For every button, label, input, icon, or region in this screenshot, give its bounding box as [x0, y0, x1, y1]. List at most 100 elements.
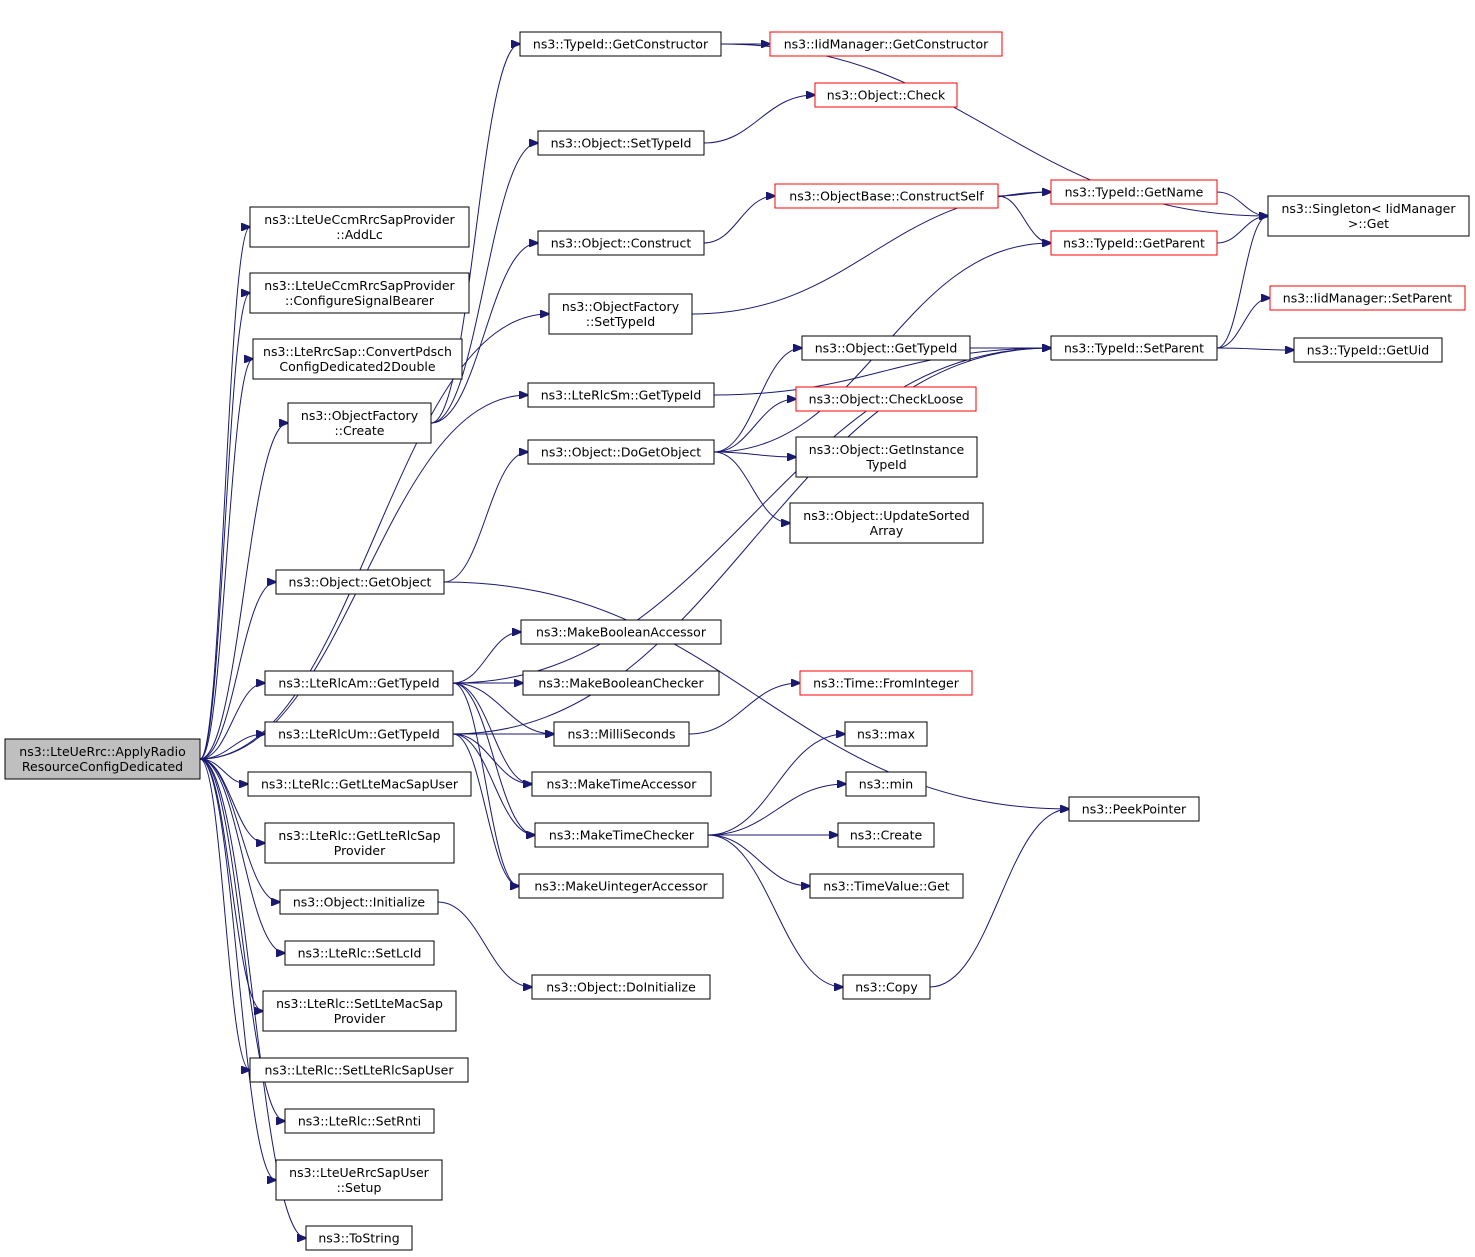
edge-millis-to-fromint: [688, 683, 800, 735]
node-millis[interactable]: ns3::MilliSeconds: [553, 721, 690, 747]
node-peekptr[interactable]: ns3::PeekPointer: [1068, 796, 1200, 822]
node-addlc[interactable]: ns3::LteUeCcmRrcSapProvider::AddLc: [249, 206, 470, 248]
node-label-objgettid-0: ns3::Object::GetTypeId: [815, 341, 958, 356]
node-label-getinsttid-0: ns3::Object::GetInstance: [809, 442, 965, 457]
node-mkuintacc[interactable]: ns3::MakeUintegerAccessor: [518, 873, 724, 899]
edge-root-to-rrcsetup: [199, 758, 276, 1180]
node-mkboolchk[interactable]: ns3::MakeBooleanChecker: [522, 670, 720, 696]
edge-mktimechk-to-copy: [707, 834, 843, 987]
node-mkboolacc[interactable]: ns3::MakeBooleanAccessor: [520, 619, 722, 645]
node-mktimechk[interactable]: ns3::MakeTimeChecker: [534, 822, 709, 848]
node-doinit[interactable]: ns3::Object::DoInitialize: [531, 974, 711, 1000]
node-setrlcuser[interactable]: ns3::LteRlc::SetLteRlcSapUser: [249, 1057, 469, 1083]
node-label-getrlcprov-1: Provider: [334, 843, 386, 858]
node-box-tvget: [809, 873, 964, 899]
node-box-mktimeacc: [531, 771, 712, 797]
node-label-setrlcuser-0: ns3::LteRlc::SetLteRlcSapUser: [265, 1063, 455, 1078]
node-box-cfgsig: [249, 272, 470, 314]
edge-root-to-cfgsig: [199, 293, 250, 760]
node-tidgetname[interactable]: ns3::TypeId::GetName: [1050, 179, 1218, 205]
edge-amgettid-to-mkuintacc: [452, 682, 519, 886]
node-smgettid[interactable]: ns3::LteRlcSm::GetTypeId: [527, 382, 715, 408]
node-box-copy: [842, 974, 931, 1000]
node-label-checkloose-0: ns3::Object::CheckLoose: [809, 392, 964, 407]
node-label-cfgsig-1: ::ConfigureSignalBearer: [285, 293, 435, 308]
node-getmacuser[interactable]: ns3::LteRlc::GetLteMacSapUser: [247, 771, 472, 797]
edge-root-to-convpdsch: [199, 359, 253, 760]
node-box-max: [844, 721, 928, 747]
node-checkloose[interactable]: ns3::Object::CheckLoose: [795, 386, 977, 412]
node-label-root-1: ResourceConfigDedicated: [22, 759, 183, 774]
node-objconstruct[interactable]: ns3::Object::Construct: [537, 230, 705, 256]
node-mktimeacc[interactable]: ns3::MakeTimeAccessor: [531, 771, 712, 797]
edge-ofcreate-to-objconstruct: [430, 243, 538, 424]
node-box-rrcsetup: [275, 1159, 443, 1201]
node-label-ofcreate-1: ::Create: [335, 423, 385, 438]
node-label-objconstruct-0: ns3::Object::Construct: [551, 236, 692, 251]
node-getobject[interactable]: ns3::Object::GetObject: [275, 569, 445, 595]
node-label-create-0: ns3::Create: [850, 828, 923, 843]
node-rrcsetup[interactable]: ns3::LteUeRrcSapUser::Setup: [275, 1159, 443, 1201]
node-obconstructself[interactable]: ns3::ObjectBase::ConstructSelf: [774, 183, 999, 209]
edge-obconstructself-to-tidgetparent: [997, 195, 1051, 243]
node-box-root: [4, 738, 201, 780]
node-singletonget[interactable]: ns3::Singleton< IidManager >::Get: [1267, 195, 1470, 237]
node-box-objgettid: [801, 335, 971, 361]
node-label-amgettid-0: ns3::LteRlcAm::GetTypeId: [278, 676, 439, 691]
edge-umgettid-to-mktimeacc: [452, 733, 532, 784]
edge-mktimechk-to-tvget: [707, 834, 810, 886]
node-ofcreate[interactable]: ns3::ObjectFactory::Create: [287, 402, 432, 444]
edge-umgettid-to-mktimechk: [452, 733, 535, 835]
node-iidsetparent[interactable]: ns3::IidManager::SetParent: [1269, 285, 1466, 311]
node-convpdsch[interactable]: ns3::LteRrcSap::ConvertPdschConfigDedica…: [252, 338, 463, 380]
node-amgettid[interactable]: ns3::LteRlcAm::GetTypeId: [264, 670, 454, 696]
node-box-updsorted: [789, 502, 984, 544]
node-umgettid[interactable]: ns3::LteRlcUm::GetTypeId: [264, 721, 454, 747]
node-create[interactable]: ns3::Create: [837, 822, 935, 848]
node-max[interactable]: ns3::max: [844, 721, 928, 747]
node-label-updsorted-0: ns3::Object::UpdateSorted: [803, 508, 969, 523]
node-objsettid[interactable]: ns3::Object::SetTypeId: [537, 130, 705, 156]
node-box-iidsetparent: [1269, 285, 1466, 311]
node-box-setrlcuser: [249, 1057, 469, 1083]
node-label-updsorted-1: Array: [870, 523, 904, 538]
node-box-tostring: [305, 1225, 413, 1251]
node-box-dogetobject: [527, 439, 715, 465]
node-label-rrcsetup-0: ns3::LteUeRrcSapUser: [289, 1165, 430, 1180]
node-ofsettid[interactable]: ns3::ObjectFactory::SetTypeId: [548, 293, 693, 335]
node-dogetobject[interactable]: ns3::Object::DoGetObject: [527, 439, 715, 465]
node-tidgetuid[interactable]: ns3::TypeId::GetUid: [1293, 337, 1443, 363]
edge-dogetobject-to-getinsttid: [713, 451, 796, 457]
node-label-doinit-0: ns3::Object::DoInitialize: [546, 980, 696, 995]
node-setlcid[interactable]: ns3::LteRlc::SetLcId: [284, 940, 435, 966]
node-tidgetctor[interactable]: ns3::TypeId::GetConstructor: [519, 31, 722, 57]
node-iidgetctor[interactable]: ns3::IidManager::GetConstructor: [769, 31, 1003, 57]
node-label-addlc-0: ns3::LteUeCcmRrcSapProvider: [264, 212, 455, 227]
node-fromint[interactable]: ns3::Time::FromInteger: [799, 670, 973, 696]
node-cfgsig[interactable]: ns3::LteUeCcmRrcSapProvider::ConfigureSi…: [249, 272, 470, 314]
node-initialize[interactable]: ns3::Object::Initialize: [279, 889, 439, 915]
edge-ofcreate-to-objsettid: [430, 143, 538, 424]
node-box-tidgetname: [1050, 179, 1218, 205]
node-box-min: [845, 771, 927, 797]
node-box-setmacprov: [262, 990, 457, 1032]
edge-root-to-ofcreate: [199, 423, 288, 760]
node-objgettid[interactable]: ns3::Object::GetTypeId: [801, 335, 971, 361]
node-box-millis: [553, 721, 690, 747]
node-tvget[interactable]: ns3::TimeValue::Get: [809, 873, 964, 899]
node-tidgetparent[interactable]: ns3::TypeId::GetParent: [1050, 230, 1218, 256]
node-box-umgettid: [264, 721, 454, 747]
node-root[interactable]: ns3::LteUeRrc::ApplyRadioResourceConfigD…: [4, 738, 201, 780]
node-objcheck[interactable]: ns3::Object::Check: [814, 82, 958, 108]
node-setrnti[interactable]: ns3::LteRlc::SetRnti: [284, 1108, 435, 1134]
node-tostring[interactable]: ns3::ToString: [305, 1225, 413, 1251]
node-label-tidsetparent-0: ns3::TypeId::SetParent: [1064, 341, 1204, 356]
node-min[interactable]: ns3::min: [845, 771, 927, 797]
node-copy[interactable]: ns3::Copy: [842, 974, 931, 1000]
node-label-setrnti-0: ns3::LteRlc::SetRnti: [298, 1114, 421, 1129]
node-tidsetparent[interactable]: ns3::TypeId::SetParent: [1050, 335, 1218, 361]
